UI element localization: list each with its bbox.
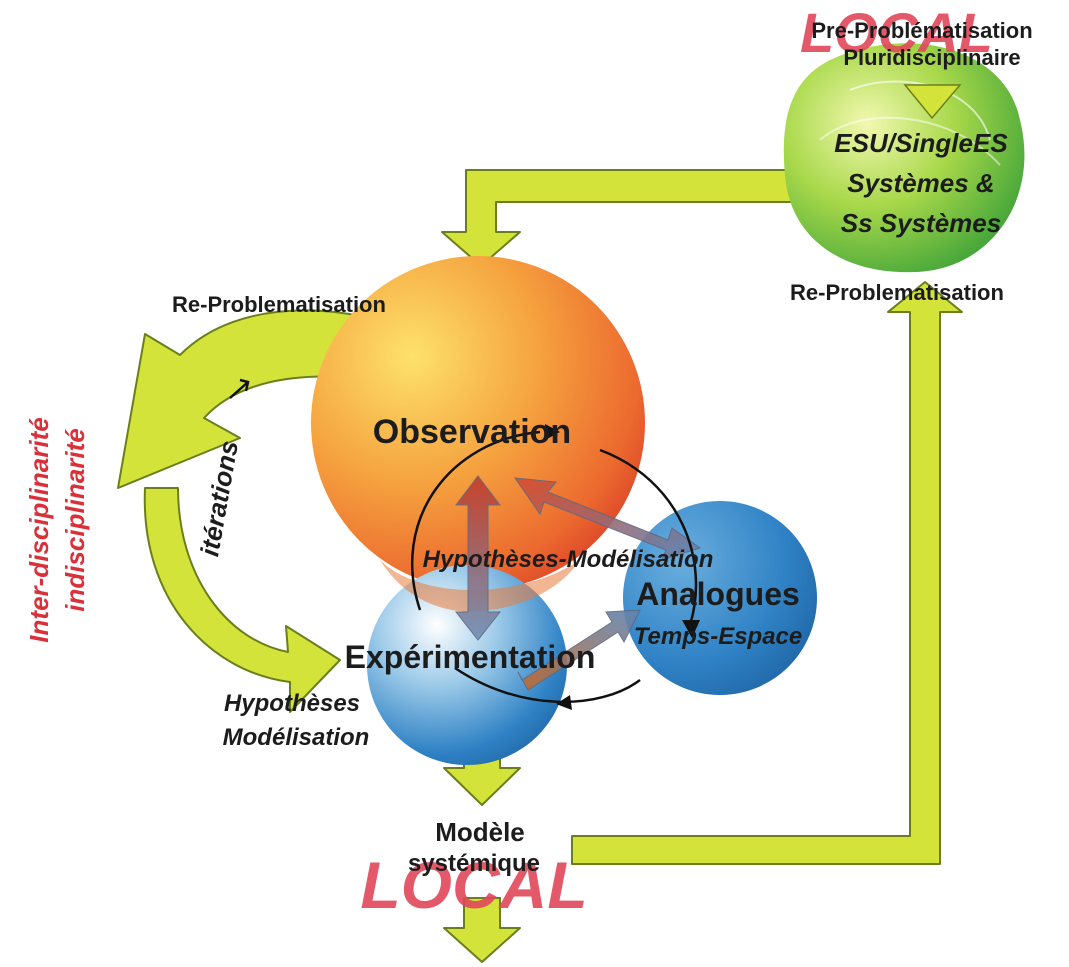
cycle-arrowhead-2: [682, 620, 700, 638]
hypo-model-label: Hypothèses-Modélisation: [423, 546, 714, 573]
systemes-label: Systèmes &: [847, 168, 994, 198]
right-return-arrow: [571, 281, 963, 865]
pluridisciplinaire-label: Pluridisciplinaire: [843, 45, 1020, 70]
ss-systemes-label: Ss Systèmes: [841, 208, 1001, 238]
pre-problematisation-label: Pre-Problématisation: [811, 18, 1032, 43]
top-arrow: [441, 169, 801, 267]
modelisation-label: Modélisation: [223, 724, 370, 751]
cycle-arc-right: [599, 448, 698, 626]
systemique-label: systémique: [408, 850, 540, 877]
vertical-double-arrow: [454, 475, 502, 641]
observation-overlap: [380, 560, 580, 612]
esu-sphere-group: [783, 43, 1025, 273]
iterations-label: itérations: [194, 438, 244, 558]
cycle-arrowhead-3: [556, 695, 572, 710]
esu-label: ESU/SingleES: [834, 128, 1008, 158]
cycle-arc-top: [410, 430, 541, 611]
indisciplinarite-label: indisciplinarité: [60, 428, 90, 612]
local-bottom-label: LOCAL: [360, 848, 587, 922]
cycle-arrowhead-1: [545, 424, 560, 440]
reprob-right-label: Re-Problematisation: [790, 280, 1004, 305]
reprob-left-label: Re-Problematisation: [172, 292, 386, 317]
iterations-arrow-icon: [229, 378, 250, 399]
experimentation-sphere: [367, 565, 567, 765]
hypotheses-label: Hypothèses: [224, 690, 360, 717]
modele-label: Modèle: [435, 817, 525, 847]
iteration-loop-lower: [143, 487, 341, 713]
down-arrow-bottom: [443, 897, 521, 963]
temps-espace-label: Temps-Espace: [634, 623, 803, 650]
local-top-label: LOCAL: [800, 1, 993, 64]
esu-sphere: [783, 43, 1025, 273]
observation-label: Observation: [373, 413, 571, 451]
experimentation-label: Expérimentation: [345, 639, 596, 675]
cycle-arc-bottom: [454, 666, 641, 704]
inner-arrows: [454, 475, 702, 691]
inter-disciplinarite-label: Inter-disciplinarité: [24, 417, 54, 642]
analogues-label: Analogues: [636, 576, 800, 612]
diagonal-arrow-experimentation: [517, 609, 641, 691]
diagonal-arrow-analogues: [513, 477, 702, 561]
cycle-arrow: [410, 424, 700, 710]
